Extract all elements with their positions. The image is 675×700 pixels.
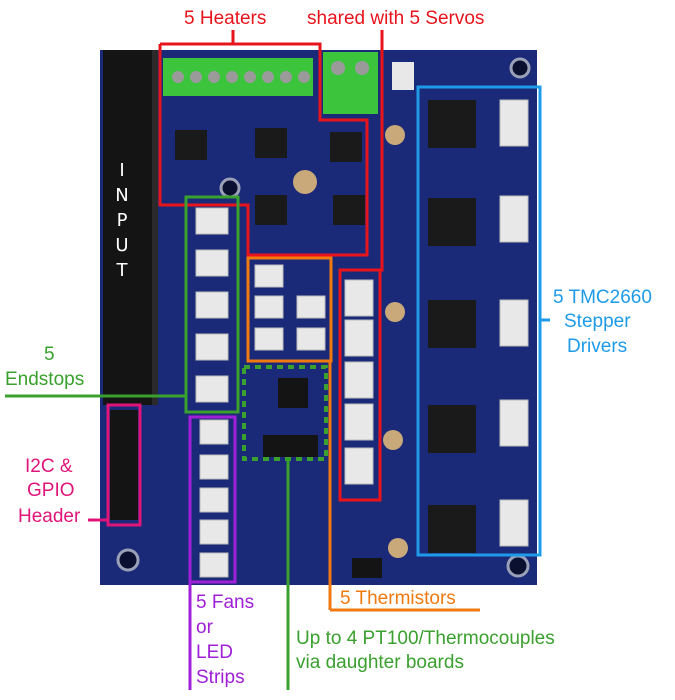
input-letter-2: N xyxy=(115,185,129,206)
input-letter-4: U xyxy=(115,235,129,256)
fans-annotation-box xyxy=(188,415,237,584)
input-connector-edge xyxy=(152,50,158,405)
thermistors-label: 5 Thermistors xyxy=(340,588,456,609)
fans-label-line3: LED xyxy=(196,642,233,663)
i2c-label-line3: Header xyxy=(18,506,81,527)
thermistor-connectors xyxy=(254,264,326,351)
endstops-annotation-box xyxy=(184,195,240,414)
i2c-annotation-box xyxy=(106,403,142,527)
steppers-label-line1: 5 TMC2660 xyxy=(553,287,652,308)
servos-label: shared with 5 Servos xyxy=(307,8,485,29)
pt100-chip xyxy=(278,378,308,408)
stepper-driver-chips xyxy=(428,100,476,553)
mounting-hole-bottom-right xyxy=(506,554,530,578)
mounting-hole-bottom-left xyxy=(116,548,140,572)
input-letter-5: T xyxy=(116,260,128,281)
bottom-header xyxy=(352,558,382,578)
fan-connectors xyxy=(199,419,229,578)
fans-label-line2: or xyxy=(196,617,213,638)
servo-connectors xyxy=(344,279,374,485)
servo-screw-terminal xyxy=(323,52,378,114)
mounting-hole-top-right xyxy=(509,57,531,79)
endstops-label-line1: 5 xyxy=(44,344,55,365)
endstop-connectors xyxy=(195,207,229,403)
fans-label-line4: Strips xyxy=(196,667,245,688)
input-connector xyxy=(103,50,155,405)
heater-screw-terminals xyxy=(163,58,313,96)
i2c-gpio-header-pins xyxy=(110,410,138,520)
i2c-label-line2: GPIO xyxy=(27,480,75,501)
stepper-motor-connectors xyxy=(499,99,529,547)
i2c-label-line1: I2C & xyxy=(25,456,73,477)
pt100-annotation-box xyxy=(242,365,328,461)
heaters-annotation-lines xyxy=(158,30,369,257)
pt100-label-line2: via daughter boards xyxy=(296,652,464,673)
pt100-header-pins xyxy=(263,435,318,457)
input-letter-1: I xyxy=(119,160,125,181)
heater-mosfets xyxy=(175,128,365,225)
capacitors xyxy=(293,125,408,558)
steppers-label-line3: Drivers xyxy=(567,336,628,357)
endstops-label-line2: Endstops xyxy=(5,369,85,390)
heaters-label: 5 Heaters xyxy=(184,8,267,29)
small-connector xyxy=(392,62,414,90)
thermistors-annotation-box xyxy=(246,256,333,363)
input-letter-3: P xyxy=(116,210,128,231)
pt100-label-line1: Up to 4 PT100/Thermocouples xyxy=(296,628,555,649)
fans-label-line1: 5 Fans xyxy=(196,592,255,613)
steppers-label-line2: Stepper xyxy=(564,311,631,332)
mounting-hole-center xyxy=(219,177,241,199)
servos-annotation-lines xyxy=(338,30,384,502)
